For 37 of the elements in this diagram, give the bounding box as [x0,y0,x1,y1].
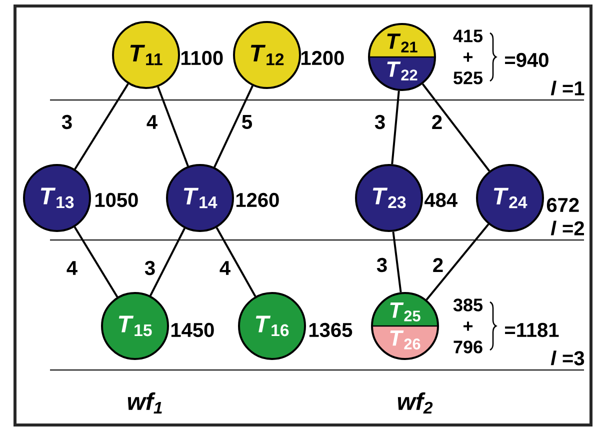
sum-terms: 385 + 796 [453,298,483,354]
edge-label: 4 [146,115,158,129]
connector-line [157,86,189,167]
value-label: 1200 [301,50,344,66]
level-label: l =2 [550,220,584,236]
connector-line [392,232,402,292]
value-label: 672 [546,198,579,212]
connector-line [74,226,118,298]
value-label: 1260 [236,192,279,208]
workflow-label: wf$_{2}$ [398,392,433,414]
level-label: l =3 [550,350,584,366]
connector-line [214,85,254,168]
edge-label: 2 [433,258,443,272]
value-label: 1100 [181,50,223,66]
connector-line [216,227,256,297]
connector-line [150,228,186,296]
value-label: 1050 [95,192,138,208]
sum-terms: 415 + 525 [453,30,483,84]
edge-label: 3 [144,260,155,276]
workflow-label: wf$_{1}$ [128,392,162,414]
value-label: 1450 [171,322,214,338]
value-label: 484 [424,192,458,208]
value-label: 1365 [309,322,352,338]
edge-label: 3 [376,258,387,272]
connector-line [391,90,400,164]
edge-label: 3 [62,114,72,130]
value-label: =940 [505,52,548,68]
connector-line [74,83,129,170]
value-label: =1181 [505,322,559,338]
edge-label: 4 [66,261,78,275]
edge-label: 2 [432,115,442,129]
edge-label: 3 [374,114,385,130]
edge-label: 5 [242,115,252,129]
connector-line [422,83,490,172]
level-label: l =1 [550,80,584,96]
edge-label: 4 [220,261,230,275]
connector-line [426,224,490,300]
